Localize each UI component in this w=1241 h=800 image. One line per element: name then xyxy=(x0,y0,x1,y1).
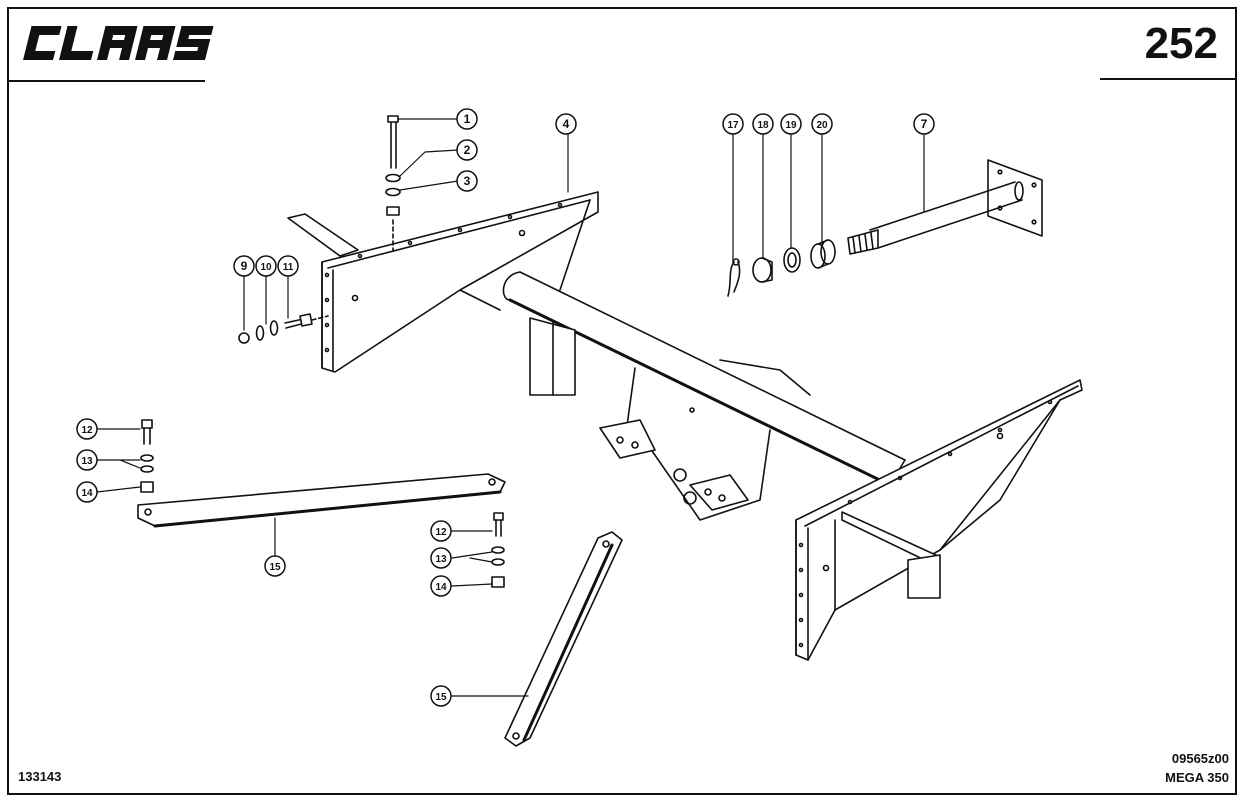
callout-2: 2 xyxy=(464,143,471,157)
lower-strut xyxy=(504,531,623,747)
callout-14-upper: 14 xyxy=(81,488,93,499)
callout-circles xyxy=(76,108,935,707)
callout-15-lower: 15 xyxy=(435,692,447,703)
page-number-underline xyxy=(1100,78,1237,80)
left-frame-plate xyxy=(287,191,599,396)
callout-9: 9 xyxy=(241,259,248,273)
upper-strut xyxy=(137,419,506,588)
callout-7: 7 xyxy=(921,117,928,131)
logo-underline xyxy=(7,80,205,82)
top-bolt-stack xyxy=(385,115,401,251)
callout-17: 17 xyxy=(727,120,739,131)
callout-14-lower: 14 xyxy=(435,582,447,593)
callout-4: 4 xyxy=(563,117,570,131)
callout-19: 19 xyxy=(785,120,797,131)
side-bolt-stack xyxy=(238,313,329,344)
callout-12-upper: 12 xyxy=(81,425,93,436)
claas-logo xyxy=(23,26,214,60)
drawing-code: 09565z00 xyxy=(1171,751,1229,766)
callout-leaders xyxy=(96,118,925,697)
callout-10: 10 xyxy=(260,262,272,273)
drawing-sheet-frame xyxy=(7,7,1237,795)
sheet-code: 133143 xyxy=(18,769,62,784)
callout-20: 20 xyxy=(816,120,828,131)
callout-1: 1 xyxy=(464,112,471,126)
callout-13-lower: 13 xyxy=(435,554,447,565)
callout-13-upper: 13 xyxy=(81,456,93,467)
center-bracket xyxy=(599,359,811,521)
page-number: 252 xyxy=(1144,19,1218,68)
callout-18: 18 xyxy=(757,120,769,131)
callout-12-lower: 12 xyxy=(435,527,447,538)
callout-11: 11 xyxy=(283,262,294,273)
callout-3: 3 xyxy=(464,174,471,188)
axle-assembly xyxy=(727,159,1043,297)
right-frame-plate xyxy=(795,379,1083,661)
callout-15-upper: 15 xyxy=(269,562,281,573)
model-name: MEGA 350 xyxy=(1165,770,1229,785)
